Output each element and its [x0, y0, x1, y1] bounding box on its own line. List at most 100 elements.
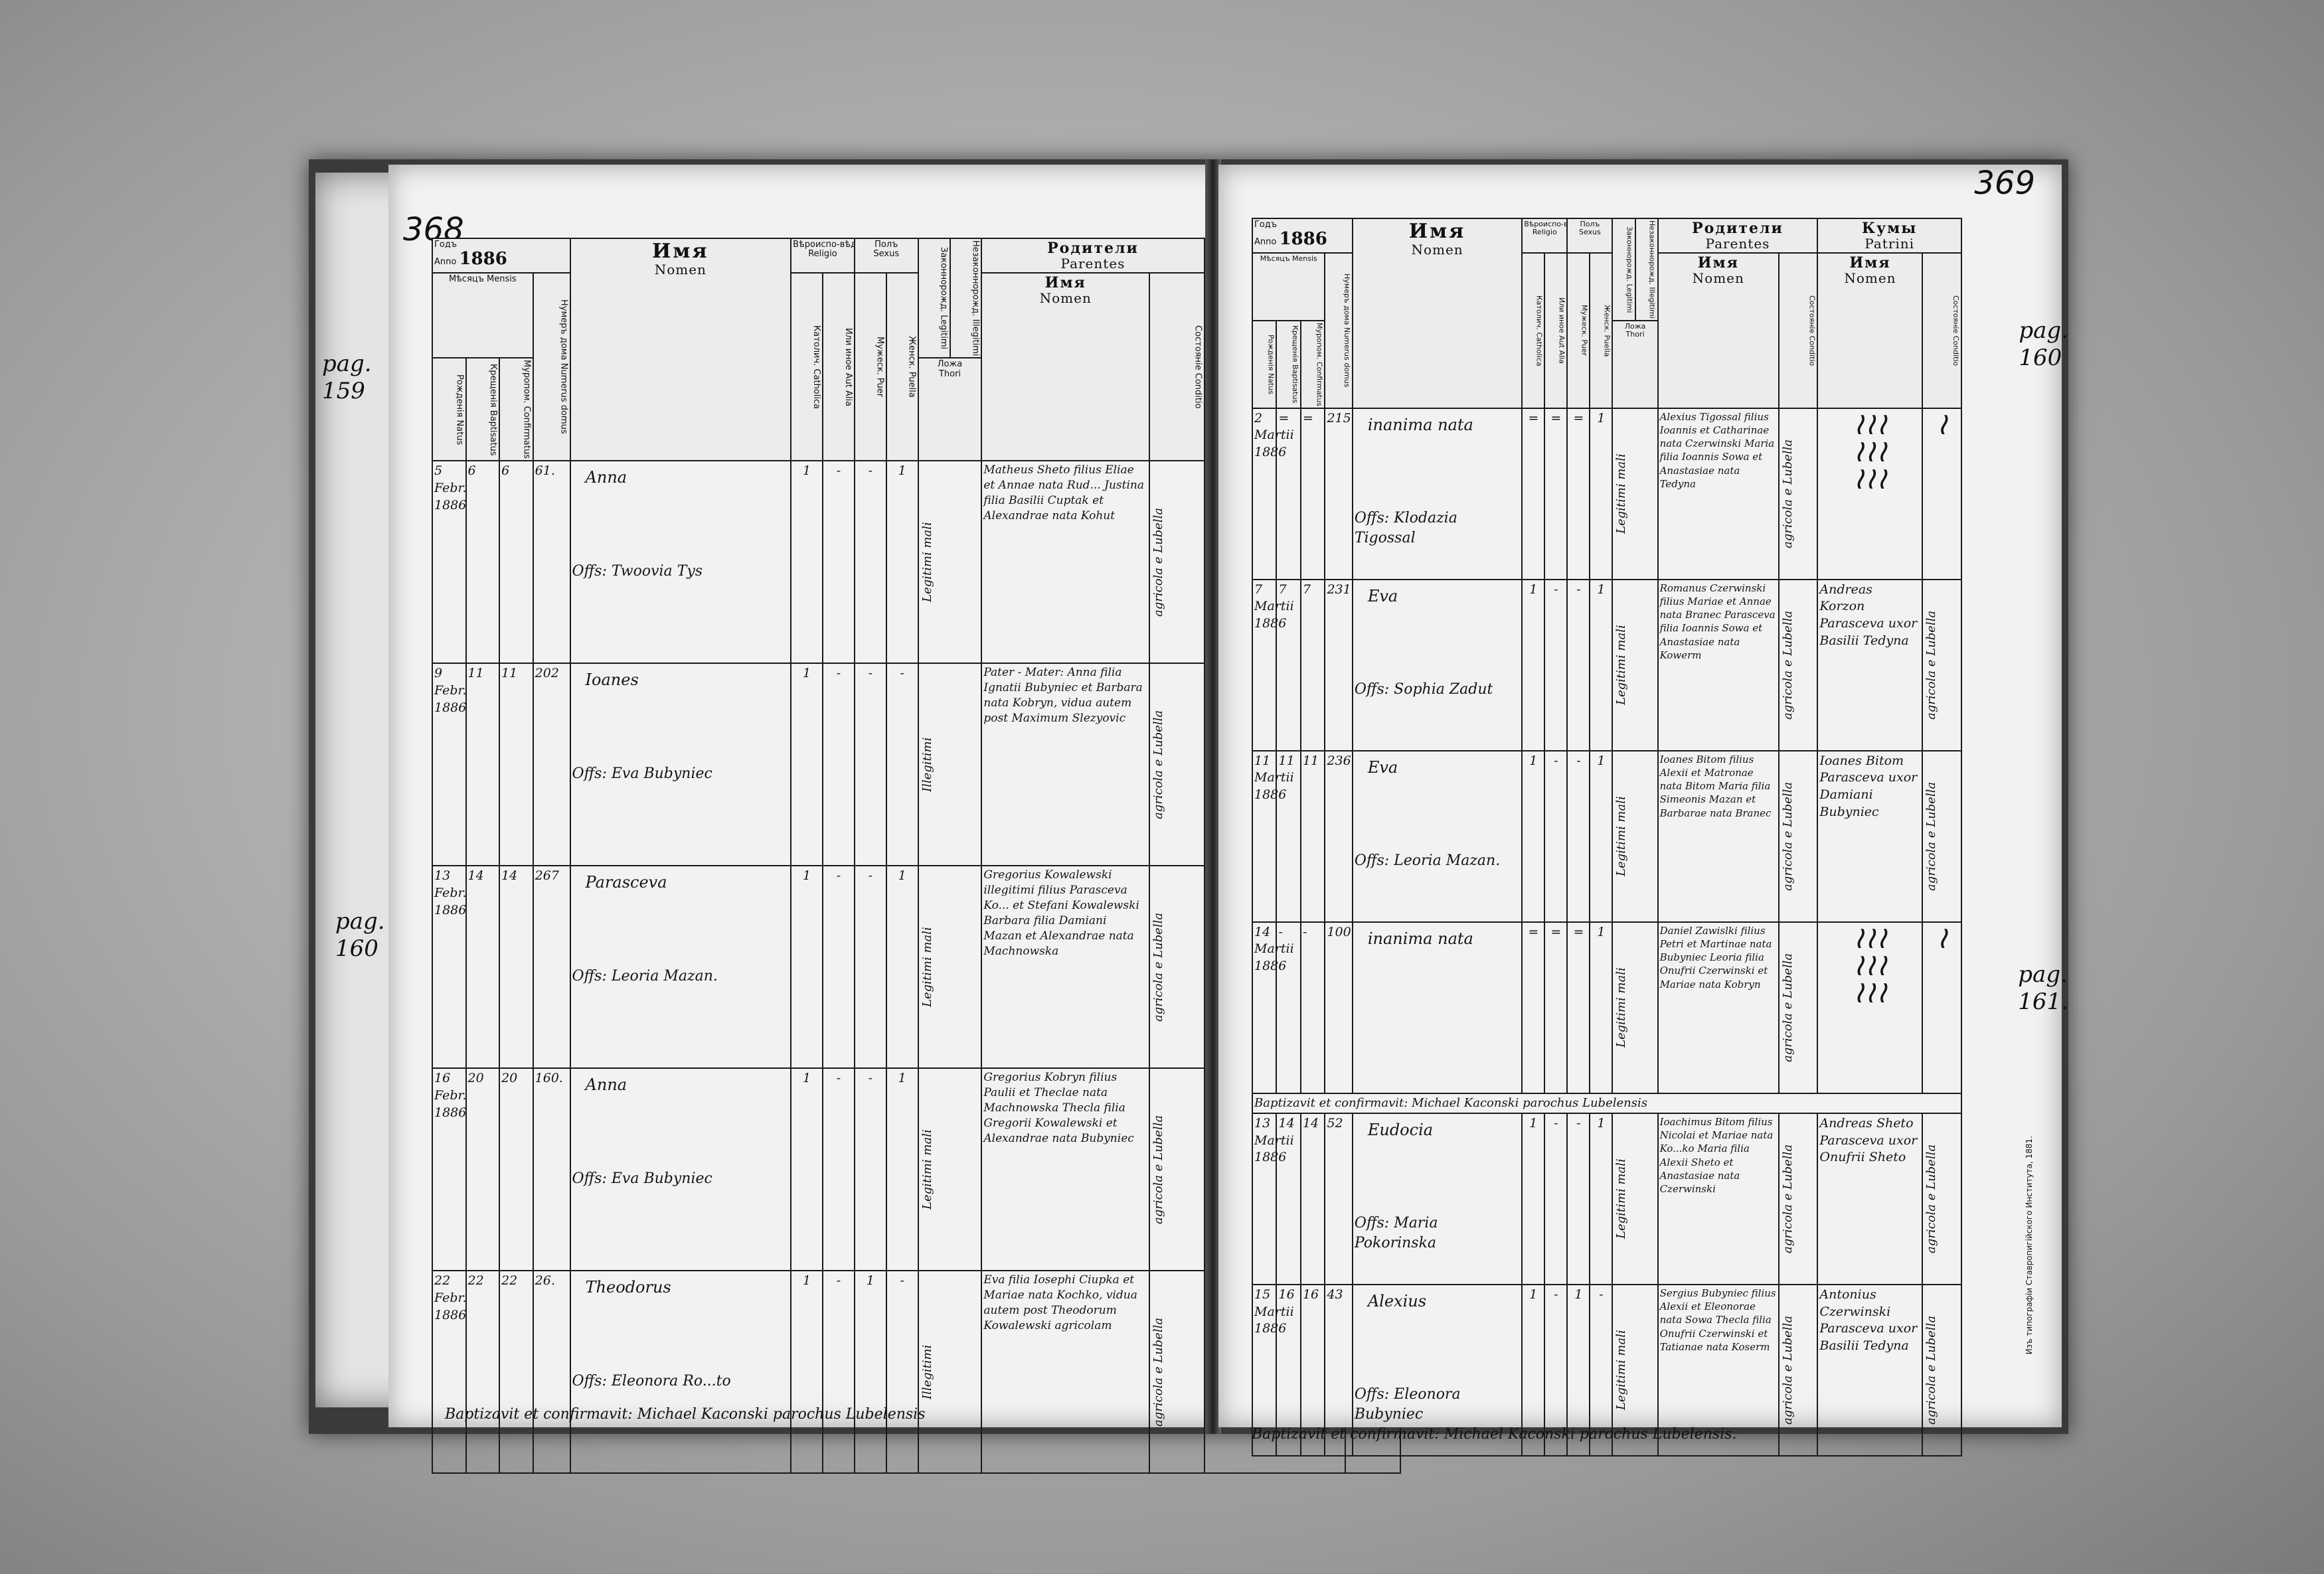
year-value: 1886	[1254, 444, 1287, 459]
name-header-ru: Имя	[652, 240, 709, 263]
house-number: 100	[1324, 921, 1353, 1094]
child-name: inanima nata	[1367, 929, 1473, 948]
parents-names: Ioanes Bitom filius Alexii et Matronae n…	[1657, 749, 1780, 923]
baptism-day: 16	[1276, 1283, 1301, 1456]
month-value: Febr.	[434, 1291, 467, 1306]
parents-names: Matheus Sheto filius Eliae et Annae nata…	[981, 460, 1151, 665]
crossed-out-mark: ≀	[1936, 408, 1948, 441]
parents-condition: agricola e Lubella	[1149, 461, 1204, 664]
godparents-names: Ioanes Bitom Parasceva uxor Damiani Buby…	[1817, 749, 1924, 923]
right-page: 369 pag. 160 pag. 161. Изъ типографіи Ст…	[1218, 165, 2068, 1456]
name-header-la: Nomen	[1411, 242, 1463, 258]
year-value: 1886	[1254, 1150, 1287, 1165]
name-header-ru: Имя	[1408, 220, 1466, 243]
other-religion-header: Или иное Aut Alia	[821, 272, 855, 462]
year-value: 1886	[434, 1105, 467, 1120]
legit-header: Законнорожд. Legitimi	[917, 237, 951, 359]
parents-condition: agricola e Lubella	[1149, 663, 1204, 866]
month-header: Мѣсяцъ Mensis	[1251, 252, 1326, 321]
religion-catholic: 1	[790, 663, 823, 867]
bed-header: Ложа Thori	[917, 357, 983, 462]
religion-catholic: 1	[790, 1270, 823, 1474]
baptism-day: -	[1276, 921, 1301, 1094]
parents-names: Daniel Zawislki filius Petri et Martinae…	[1657, 921, 1780, 1094]
religion-other: -	[1544, 1112, 1568, 1285]
house-header: Нумеръ дома Numerus domus	[1324, 252, 1353, 409]
confirmation-day: 16	[1299, 1283, 1326, 1456]
god-name-ru: Имя	[1849, 254, 1891, 272]
year-value: 1886	[434, 902, 467, 917]
confirmation-day: 6	[499, 460, 534, 665]
baptism-day: 14	[465, 865, 501, 1069]
parents-condition: agricola e Lubella	[1779, 750, 1818, 922]
religion-other: -	[1544, 578, 1568, 751]
margin-ref-right-1: pag. 160	[2019, 317, 2068, 372]
margin-ref-text: pag. 159	[322, 351, 372, 404]
parents-condition: agricola e Lubella	[1779, 579, 1818, 751]
house-number: 215	[1324, 407, 1353, 580]
margin-ref-left-2: pag. 160	[335, 908, 385, 963]
year-value: 1886	[1254, 1321, 1287, 1336]
religion-other: -	[821, 865, 855, 1069]
religion-other: -	[821, 460, 855, 665]
catholic-header: Католич. Catholica	[1521, 252, 1546, 409]
crossed-out-mark: ≀≀≀	[1853, 433, 1888, 469]
religion-other: -	[1544, 749, 1568, 923]
religion-other: =	[1544, 407, 1568, 580]
parents-names: Sergius Bubyniec filius Alexii et Eleono…	[1657, 1283, 1780, 1456]
religion-header: Вѣроиспо-вѣданіе Religio	[790, 237, 855, 274]
birth-day-value: 13	[434, 868, 451, 884]
sex-female: 1	[885, 865, 919, 1069]
parents-names: Gregorius Kowalewski illegitimi filius P…	[981, 865, 1151, 1069]
year-value: 1886	[1254, 615, 1287, 631]
sex-male: -	[1566, 1112, 1591, 1285]
sex-male: -	[853, 1067, 887, 1272]
sex-male: -	[853, 865, 887, 1069]
parents-header-ru: Родители	[1692, 220, 1784, 237]
legitimacy: Legitimi mali	[918, 866, 982, 1069]
year-header: Годъ Anno 1886	[1252, 217, 1353, 254]
sex-female: -	[885, 663, 919, 867]
sex-female: 1	[1589, 921, 1614, 1094]
crossed-out-mark: ≀≀≀	[1853, 460, 1888, 497]
sex-male: =	[1566, 407, 1591, 580]
religion-other: -	[821, 1067, 855, 1272]
male-header: Мужеск. Puer	[1566, 252, 1591, 409]
legitimacy: Legitimi mali	[918, 1068, 982, 1271]
parents-name-ru: Имя	[1044, 274, 1086, 292]
child-name: Anna	[585, 1075, 627, 1095]
godparents-condition: agricola e Lubella	[1922, 1113, 1961, 1285]
folio-right: 369	[1974, 165, 2035, 202]
god-name-la: Nomen	[1844, 270, 1896, 287]
bed-header: Ложа Thori	[1612, 319, 1659, 409]
sex-male: -	[1566, 749, 1591, 923]
baptism-header: Крещенія Baptisatus	[1276, 319, 1301, 409]
male-header: Мужеск. Puer	[853, 272, 887, 462]
parents-names: Eva filia Iosephi Ciupka et Mariae nata …	[981, 1270, 1151, 1474]
midwife-official: Offs: Eleonora Ro...to	[572, 1372, 731, 1389]
crossed-out-mark: ≀≀≀	[1853, 408, 1888, 441]
midwife-official: Offs: Leoria Mazan.	[1354, 852, 1501, 870]
name-header-la: Nomen	[654, 262, 706, 277]
confirmation-day: -	[1299, 921, 1326, 1094]
parents-condition: agricola e Lubella	[1779, 408, 1818, 580]
parents-names: Alexius Tigossal filius Ioannis et Catha…	[1657, 407, 1780, 580]
midwife-official: Offs: Eleonora Bubyniec	[1354, 1386, 1461, 1423]
sex-female: 1	[885, 1067, 919, 1272]
margin-ref-right-2: pag. 161.	[2018, 961, 2068, 1016]
